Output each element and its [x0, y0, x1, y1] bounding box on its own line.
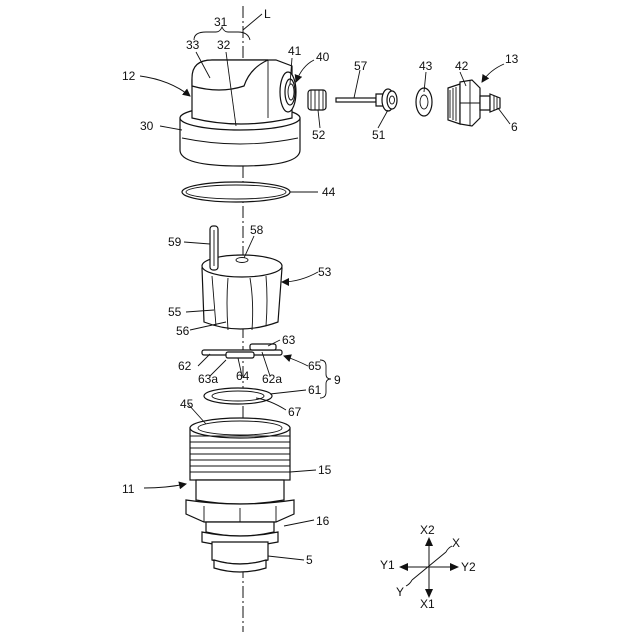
- label-65: 65: [308, 359, 322, 373]
- label-16: 16: [316, 514, 330, 528]
- label-31: 31: [214, 15, 228, 29]
- valve-part-51: [382, 89, 397, 111]
- axis-label-X1: X1: [420, 597, 435, 611]
- label-11: 11: [122, 482, 135, 496]
- label-61: 61: [308, 383, 322, 397]
- pin-part-57: [336, 94, 384, 106]
- label-59: 59: [168, 235, 182, 249]
- head-part-12: [192, 60, 296, 124]
- label-62a: 62a: [262, 372, 282, 386]
- axis-label-Y: Y: [396, 585, 404, 599]
- label-63: 63: [282, 333, 296, 347]
- spring-part-52: [308, 90, 326, 110]
- label-32: 32: [217, 38, 231, 52]
- label-33: 33: [186, 38, 200, 52]
- label-5: 5: [306, 553, 313, 567]
- label-L: L: [264, 7, 271, 21]
- label-41: 41: [288, 44, 302, 58]
- label-44: 44: [322, 185, 336, 199]
- fitting-part-13: [448, 80, 500, 126]
- axis-label-X: X: [452, 536, 460, 550]
- label-53: 53: [318, 265, 332, 279]
- label-67: 67: [288, 405, 302, 419]
- label-9: 9: [334, 373, 341, 387]
- label-51: 51: [372, 128, 386, 142]
- label-40: 40: [316, 50, 330, 64]
- axis-label-Y1: Y1: [380, 558, 395, 572]
- axis-label-X2: X2: [420, 523, 435, 537]
- body-part-11: [186, 418, 294, 572]
- direction-axes: [399, 537, 459, 598]
- link-part-62: [202, 344, 282, 358]
- label-55: 55: [168, 305, 182, 319]
- label-58: 58: [250, 223, 264, 237]
- label-56: 56: [176, 324, 190, 338]
- label-42: 42: [455, 59, 469, 73]
- label-12: 12: [122, 69, 136, 83]
- label-57: 57: [354, 59, 368, 73]
- label-63a: 63a: [198, 372, 218, 386]
- washer-part-43: [416, 88, 432, 116]
- label-30: 30: [140, 119, 154, 133]
- label-45: 45: [180, 397, 194, 411]
- label-52: 52: [312, 128, 326, 142]
- label-43: 43: [419, 59, 433, 73]
- o-ring-part-44: [182, 182, 290, 202]
- label-13: 13: [505, 52, 519, 66]
- lever-part-59: [210, 226, 218, 270]
- label-62: 62: [178, 359, 192, 373]
- axis-label-Y2: Y2: [461, 560, 476, 574]
- seal-part-61: [204, 388, 272, 404]
- label-15: 15: [318, 463, 332, 477]
- label-6: 6: [511, 120, 518, 134]
- label-64: 64: [236, 369, 250, 383]
